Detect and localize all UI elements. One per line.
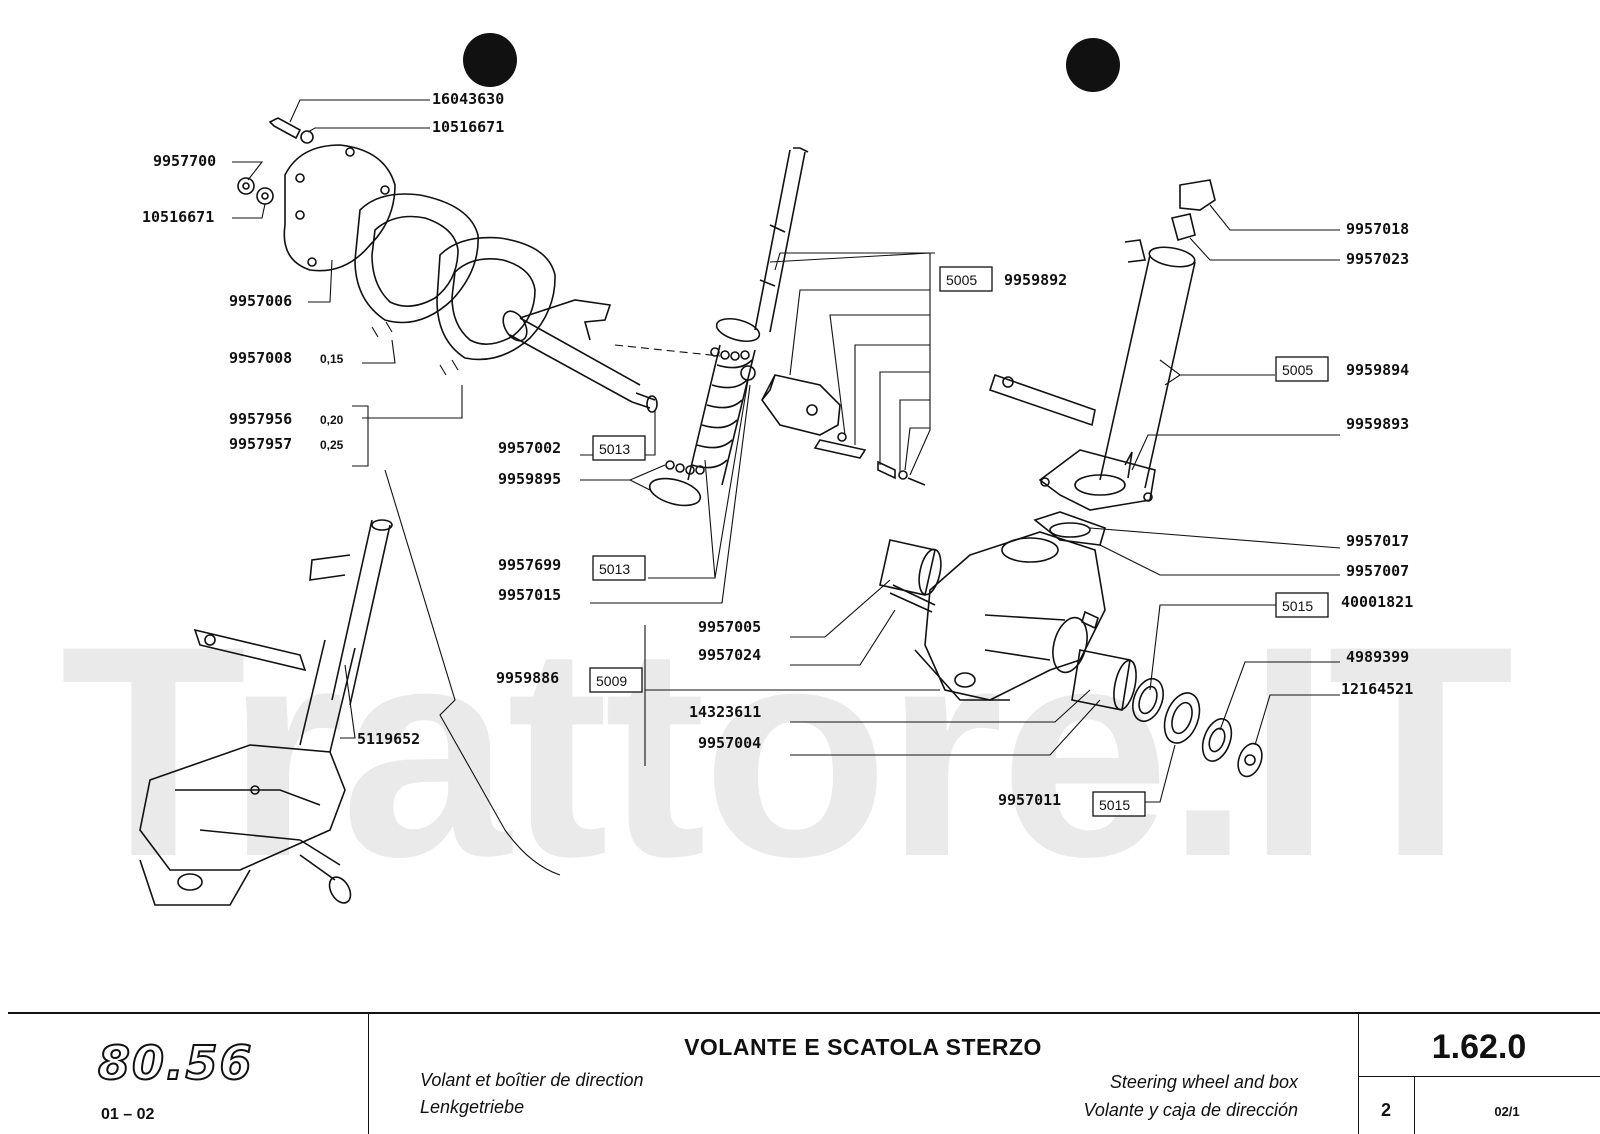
- punch-hole-right: [1066, 38, 1120, 92]
- reference-divider-h: [1358, 1076, 1600, 1077]
- reference-cell: 1.62.0 2 02/1: [1358, 1014, 1600, 1134]
- kit-code-5005-a: 5005: [946, 272, 977, 288]
- callout-9957956: 9957956: [229, 410, 292, 428]
- serial-range: 01 – 02: [101, 1106, 155, 1123]
- callout-9959892: 9959892: [1004, 271, 1067, 289]
- callout-9957006: 9957006: [229, 292, 292, 310]
- kit-code-5013-b: 5013: [599, 561, 630, 577]
- callout-9957011: 9957011: [998, 791, 1061, 809]
- callout-9957017: 9957017: [1346, 532, 1409, 550]
- callout-5119652: 5119652: [357, 730, 420, 748]
- sector-shaft-group: [502, 299, 721, 413]
- callout-9957002: 9957002: [498, 439, 561, 457]
- callout-40001821: 40001821: [1341, 593, 1413, 611]
- kit-code-5005-b: 5005: [1282, 362, 1313, 378]
- callout-12164521: 12164521: [1341, 680, 1413, 698]
- exploded-parts-diagram: Trattore.IT: [60, 33, 1518, 919]
- callout-4989399: 4989399: [1346, 648, 1409, 666]
- kit-code-5013-a: 5013: [599, 441, 630, 457]
- thickness-0-20: 0,20: [320, 413, 344, 427]
- callout-9957023: 9957023: [1346, 250, 1409, 268]
- callout-10516671-b: 10516671: [142, 208, 214, 226]
- callout-9959895: 9959895: [498, 470, 561, 488]
- edition-code: 02/1: [1494, 1104, 1520, 1119]
- callout-9957008: 9957008: [229, 349, 292, 367]
- subtitle-en: Steering wheel and box: [1109, 1072, 1298, 1092]
- steering-worm-shaft: [648, 147, 809, 507]
- steering-box-body: [879, 511, 1263, 778]
- title-cell: VOLANTE E SCATOLA STERZO Volant et boîti…: [368, 1014, 1359, 1134]
- callout-9957700: 9957700: [153, 152, 216, 170]
- callout-9957007: 9957007: [1346, 562, 1409, 580]
- callout-9957005: 9957005: [698, 618, 761, 636]
- callout-9957699: 9957699: [498, 556, 561, 574]
- reference-number: 1.62.0: [1431, 1028, 1527, 1066]
- thickness-0-15: 0,15: [320, 352, 344, 366]
- callout-9957004: 9957004: [698, 734, 761, 752]
- subtitle-de: Lenkgetriebe: [420, 1097, 525, 1117]
- callout-9957957: 9957957: [229, 435, 292, 453]
- page-number: 2: [1380, 1100, 1391, 1120]
- thickness-0-25: 0,25: [320, 438, 344, 452]
- callout-9959893: 9959893: [1346, 415, 1409, 433]
- title-block: 80.56 01 – 02 VOLANTE E SCATOLA STERZO V…: [8, 1012, 1600, 1134]
- callout-9957024: 9957024: [698, 646, 761, 664]
- assembled-steering-box: [139, 519, 393, 906]
- punch-hole-left: [463, 33, 517, 87]
- kit-code-boxes: [589, 266, 1329, 817]
- kit-code-5015-a: 5015: [1282, 598, 1313, 614]
- watermark: Trattore.IT: [60, 583, 1514, 919]
- side-cover-group: [237, 117, 556, 376]
- adjuster-block-group: [761, 374, 926, 486]
- callout-14323611: 14323611: [689, 703, 761, 721]
- callout-9957018: 9957018: [1346, 220, 1409, 238]
- subtitle-es: Volante y caja de dirección: [1083, 1100, 1298, 1120]
- subtitle-fr: Volant et boîtier de direction: [420, 1070, 644, 1090]
- kit-code-5009: 5009: [596, 673, 627, 689]
- callout-9959886: 9959886: [496, 669, 559, 687]
- reference-divider-v: [1414, 1076, 1415, 1134]
- leader-lines: [232, 99, 1341, 876]
- kit-code-5015-b: 5015: [1099, 797, 1130, 813]
- callout-10516671-a: 10516671: [432, 118, 504, 136]
- model-logo: 80.56: [97, 1035, 254, 1091]
- callout-9959894: 9959894: [1346, 361, 1409, 379]
- page-title: VOLANTE E SCATOLA STERZO: [684, 1034, 1042, 1060]
- callout-16043630: 16043630: [432, 90, 504, 108]
- column-housing-group: [988, 179, 1216, 511]
- callout-9957015: 9957015: [498, 586, 561, 604]
- model-cell: 80.56 01 – 02: [8, 1014, 369, 1134]
